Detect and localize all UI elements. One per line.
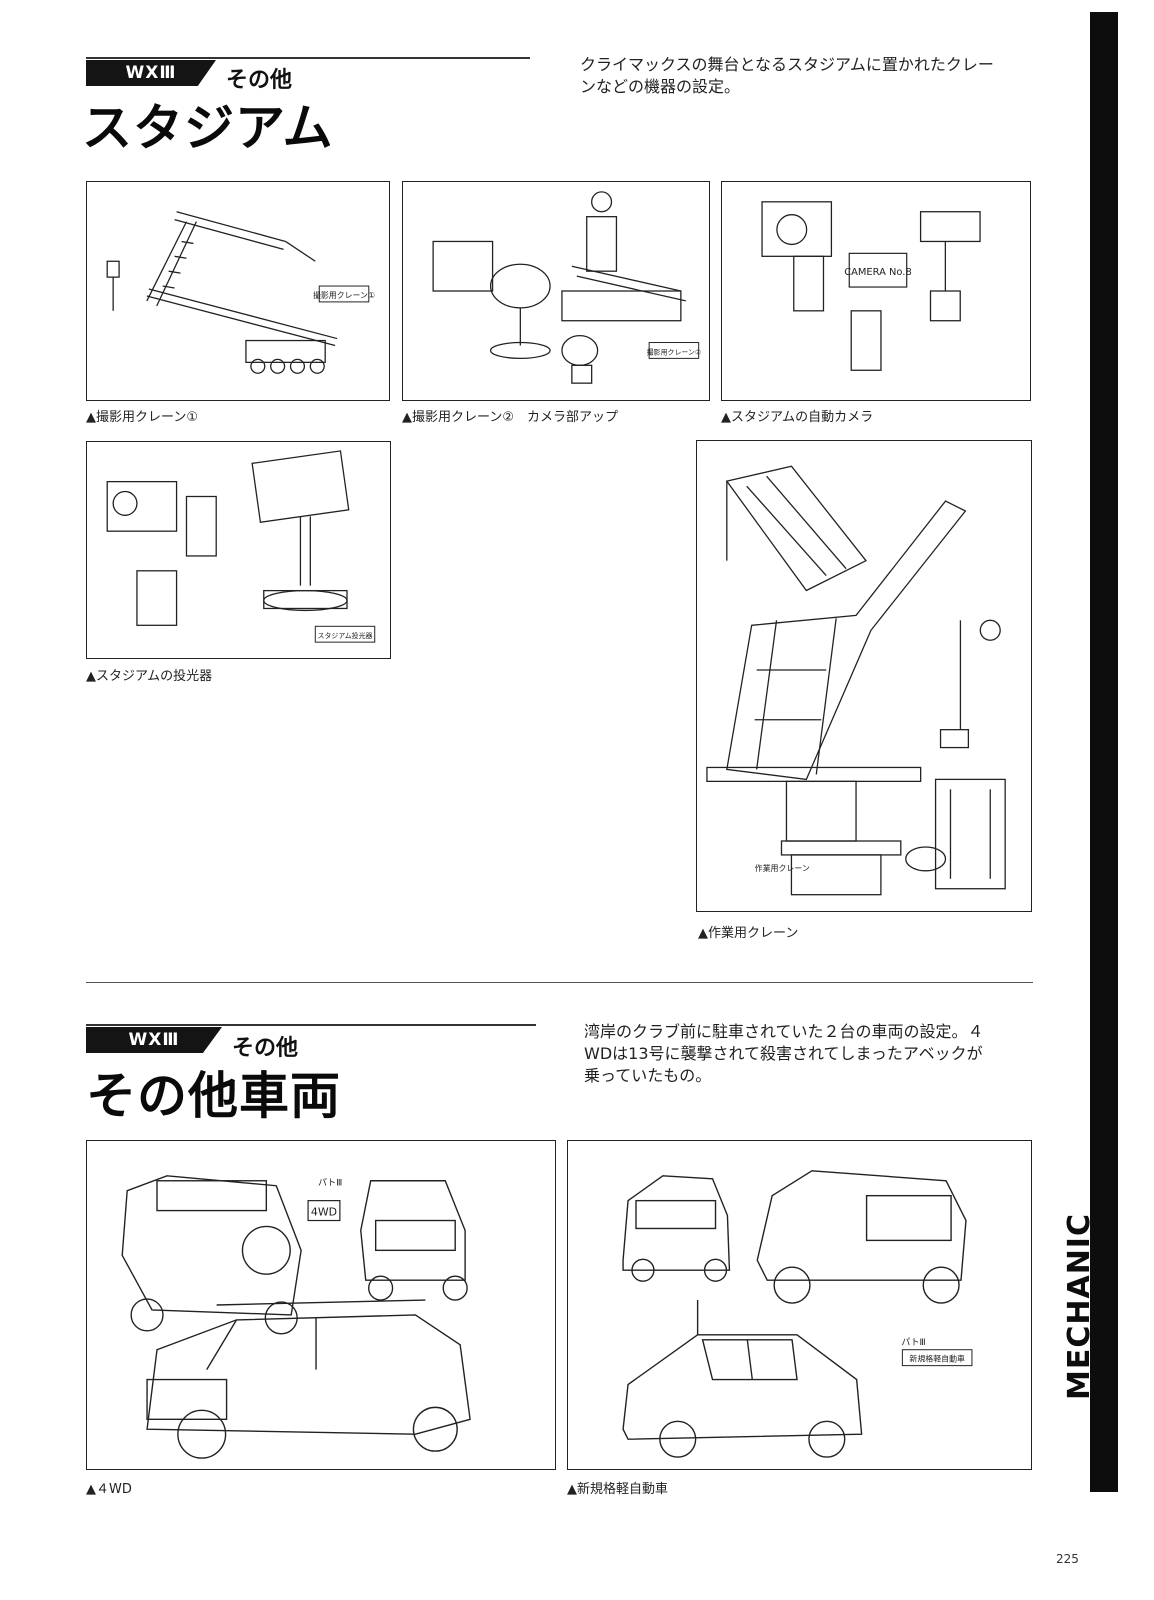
figure-4wd: 4WD パトⅢ xyxy=(86,1140,556,1470)
section2-description-line-2: WDは13号に襲撃されて殺害されてしまったアベックが xyxy=(584,1044,983,1063)
stadium-floodlight-sketch: スタジアム投光器 xyxy=(106,450,376,643)
caption-work-crane: ▲作業用クレーン xyxy=(698,926,799,941)
stadium-auto-camera-sketch: CAMERA No.8 xyxy=(761,201,981,371)
4wd-sketch: 4WD パトⅢ xyxy=(121,1175,471,1459)
caption-camera-crane-1: ▲撮影用クレーン① xyxy=(86,410,199,425)
section2-title: その他車両 xyxy=(86,1067,341,1125)
camera-crane-1-label: 撮影用クレーン① xyxy=(313,290,375,300)
page-number: 225 xyxy=(1056,1552,1079,1566)
kei-car-note: パトⅢ xyxy=(901,1337,925,1348)
caption-stadium-floodlight: ▲スタジアムの投光器 xyxy=(86,669,213,684)
figure-camera-crane-2: 撮影用クレーン② xyxy=(402,181,710,401)
caption-stadium-auto-camera: ▲スタジアムの自動カメラ xyxy=(721,410,874,425)
section2-description: 湾岸のクラブ前に駐車されていた２台の車両の設定。４ WDは13号に襲撃されて殺害… xyxy=(584,1021,984,1087)
figure-work-crane: 作業用クレーン xyxy=(696,440,1032,912)
new-kei-car-sketch: パトⅢ 新規格軽自動車 xyxy=(622,1170,973,1458)
section-divider xyxy=(86,982,1033,983)
section1-tag: WXⅢ xyxy=(86,60,216,86)
section1-description: クライマックスの舞台となるスタジアムに置かれたクレー ンなどの機器の設定。 xyxy=(580,54,994,98)
caption-4wd: ▲４WD xyxy=(86,1482,132,1497)
figure-new-kei-car: パトⅢ 新規格軽自動車 xyxy=(567,1140,1032,1470)
figure-camera-crane-1: 撮影用クレーン① xyxy=(86,181,390,401)
figure-stadium-floodlight: スタジアム投光器 xyxy=(86,441,391,659)
section2-header-rule xyxy=(86,1024,536,1026)
kei-car-label: 新規格軽自動車 xyxy=(909,1354,965,1364)
caption-camera-crane-2: ▲撮影用クレーン② カメラ部アップ xyxy=(402,410,619,425)
auto-camera-label: CAMERA No.8 xyxy=(844,267,912,278)
sidebar-label: MECHANIC xyxy=(1062,1213,1097,1400)
4wd-note: パトⅢ xyxy=(318,1178,342,1189)
section2-description-line-3: 乗っていたもの。 xyxy=(584,1066,712,1085)
section1-description-line-2: ンなどの機器の設定。 xyxy=(580,77,741,96)
4wd-label: 4WD xyxy=(311,1206,337,1219)
section2-tag: WXⅢ xyxy=(86,1027,222,1053)
section1-title: スタジアム xyxy=(82,99,334,157)
floodlight-label: スタジアム投光器 xyxy=(318,631,373,640)
work-crane-sketch: 作業用クレーン xyxy=(706,465,1006,896)
camera-crane-1-sketch: 撮影用クレーン① xyxy=(106,211,375,374)
camera-crane-2-label: 撮影用クレーン② xyxy=(647,347,701,356)
section2-subtitle: その他 xyxy=(232,1036,299,1061)
section1-description-line-1: クライマックスの舞台となるスタジアムに置かれたクレー xyxy=(580,55,994,74)
section1-header-rule xyxy=(86,57,530,59)
work-crane-label: 作業用クレーン xyxy=(755,863,810,873)
caption-new-kei-car: ▲新規格軽自動車 xyxy=(567,1482,668,1497)
right-sidebar-bar xyxy=(1090,12,1118,1492)
figure-stadium-auto-camera: CAMERA No.8 xyxy=(721,181,1031,401)
camera-crane-2-sketch: 撮影用クレーン② xyxy=(432,191,701,384)
section2-description-line-1: 湾岸のクラブ前に駐車されていた２台の車両の設定。４ xyxy=(584,1022,984,1041)
section1-subtitle: その他 xyxy=(226,68,293,93)
